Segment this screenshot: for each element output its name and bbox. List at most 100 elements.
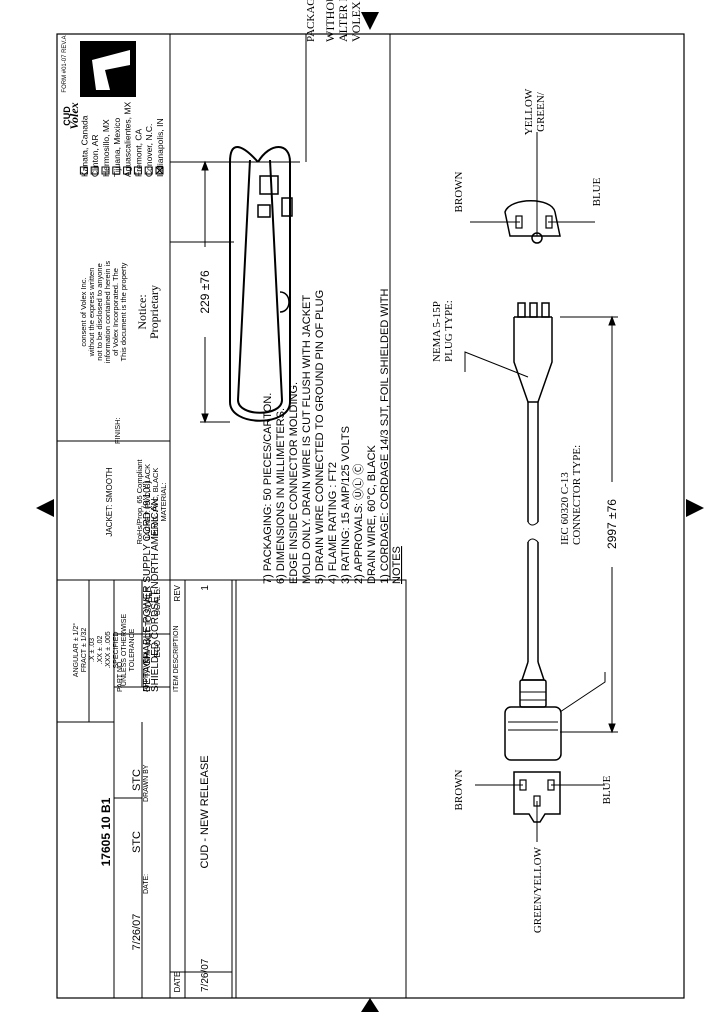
note-line: 3) RATING: 15 AMP/125 VOLTS — [340, 426, 352, 584]
proprietary-title-line-2: Notice: — [135, 294, 149, 329]
rev-date-header: DATE — [173, 972, 182, 993]
rev-header: REV — [173, 584, 182, 601]
center-mark-right — [686, 499, 704, 517]
connector-type-line-1: CONNECTOR TYPE: — [571, 445, 583, 545]
tolerance-line: UNLESS OTHERWISE — [121, 614, 128, 687]
location-checkbox — [144, 166, 153, 175]
note-line: 6) DIMENSIONS IN MILLIMETERS. — [275, 408, 287, 584]
note-line: EDGE INSIDE CONNECTOR MOLDING. — [288, 382, 300, 584]
packaging-label: PACKAGING: FOLD & TIE — [305, 0, 317, 42]
title-block-grid — [57, 34, 391, 998]
note-line: 7) PACKAGING: 50 PIECES/CARTON. — [262, 393, 274, 584]
plug-side-diagram — [513, 302, 553, 662]
plug-blue-label: BLUE — [591, 177, 603, 206]
connector-blue-label: BLUE — [601, 775, 613, 804]
reserve-notice-line-1: VOLEX RESERVES THE RIGHT TO — [349, 0, 363, 42]
rev-number: 1 — [200, 585, 211, 591]
location-checkbox — [101, 166, 110, 175]
proprietary-line: This document is the property — [119, 262, 128, 361]
proprietary-title-line-1: Proprietary — [147, 285, 161, 339]
note-line: 5) DRAIN WIRE CONNECTED TO GROUND PIN OF… — [314, 290, 326, 584]
material-plug: PLUG: PVC, BLACK — [151, 468, 160, 537]
cord-length-dimension — [560, 315, 618, 734]
location-label: Indianapolis, IN — [155, 118, 165, 177]
plug-type-line-2: NEMA 5-15P — [431, 301, 443, 362]
drawn-by-value: STC — [131, 831, 143, 853]
material-compliance: RoHs/Prop. 65 Compliant — [135, 459, 144, 545]
notes-list: 1) CORDAGE: CORDAGE 14/3 SJT, FOIL SHIEL… — [262, 289, 391, 584]
location-label: Conover, N.C. — [144, 124, 154, 177]
scale-value: NOT TO SCALE — [144, 587, 153, 645]
part-no-label: PART NO. — [117, 660, 124, 692]
proprietary-line: information contained herein is — [103, 261, 112, 363]
item-description-line-2: DETACHABLE POWER SUPPLY CORD (9'10") — [142, 480, 153, 692]
plug-type-line-1: PLUG TYPE: — [443, 300, 455, 362]
tolerance-line: .XX ± .02 — [97, 636, 104, 665]
item-description-line-1: SHIELDED CORDSET,NORTH AMERICAN — [150, 498, 161, 692]
notes-title: NOTES — [391, 546, 403, 584]
logo-sub: CUD — [62, 106, 72, 126]
plug-green-yellow-line-1: GREEN/ — [535, 91, 547, 132]
location-checkbox — [112, 166, 121, 175]
material-label: MATERIAL: — [159, 482, 168, 521]
center-mark-top — [361, 12, 379, 30]
form-id: FORM #01-07 REV.A — [62, 35, 68, 92]
drawn-by-label: DRAWN BY — [143, 764, 150, 802]
plug-brown-label: BROWN — [453, 171, 465, 212]
location-checkbox — [123, 166, 132, 175]
location-label: Kanata, Canada — [79, 115, 89, 177]
center-mark-bottom — [361, 998, 379, 1012]
tolerance-line: ANGULAR ± 1/2° — [72, 623, 80, 677]
cord-length-label: 2997 ±76 — [605, 499, 619, 549]
plug-green-yellow-line-2: YELLOW — [523, 88, 535, 135]
item-description-label: ITEM DESCRIPTION — [173, 625, 180, 692]
proprietary-line: without the express written — [87, 268, 96, 358]
proprietary-line: of Volex Incorporated. The — [111, 268, 120, 356]
connector-green-yellow-label: GREEN/YELLOW — [532, 846, 544, 933]
location-label: Hermosillo, MX — [101, 119, 111, 177]
coil-dimension — [200, 160, 230, 424]
leader-connector-type — [559, 672, 606, 713]
coiled-cord-sketch — [229, 146, 293, 422]
proprietary-text: This document is the property of Volex I… — [79, 261, 128, 363]
scale-label: SCALE: — [153, 587, 162, 615]
connector-brown-label: BROWN — [453, 769, 465, 810]
leader-plug-type — [464, 351, 529, 378]
material-jacket: JACKET: PVC, BLACK — [143, 464, 152, 540]
approved-value: STC — [131, 769, 143, 791]
tolerance-line: .XXX ± .005 — [105, 631, 112, 668]
reserve-notice-line-3: WITHOUT NOTICE. — [323, 0, 337, 42]
volex-logo: Volex CUD — [62, 41, 136, 130]
eco-value: N/A — [143, 650, 152, 664]
note-line: MOLD ONLY. DRAIN WIRE IS CUT FLUSH WITH … — [301, 295, 313, 584]
location-checkbox — [90, 166, 99, 175]
eco-label: ECO — [153, 640, 162, 657]
location-checkbox — [79, 166, 88, 175]
reserve-notice-line-2: ALTER NON-CRITICAL DIMENSIONS — [336, 0, 350, 42]
proprietary-line: not to be disclosed to anyone — [95, 263, 104, 361]
note-line: 2) APPROVALS: ⓊⓁ Ⓒ — [352, 464, 365, 584]
rev-description: CUD - NEW RELEASE — [199, 755, 211, 868]
tolerance-line: TOLERANCE — [129, 628, 136, 671]
location-checkbox — [155, 166, 164, 175]
date-value: 7/26/07 — [131, 914, 143, 951]
center-mark-left — [36, 499, 54, 517]
note-line: 1) CORDAGE: CORDAGE 14/3 SJT, FOIL SHIEL… — [379, 289, 391, 584]
rev-date: 7/26/07 — [200, 958, 211, 992]
location-label: Fremont, CA — [133, 128, 143, 177]
tolerance-line: SPECIFIED — [113, 632, 120, 669]
tolerance-line: .X ± .03 — [89, 638, 96, 662]
note-line: 4) FLAME RATING : FT2 — [327, 462, 339, 584]
connector-type-line-2: IEC 60320 C-13 — [559, 472, 571, 545]
approved-label: APPROVED — [143, 653, 150, 692]
part-number: 17605 10 B1 — [99, 797, 113, 866]
note-line: DRAIN WIRE, 60°C, BLACK — [366, 444, 378, 584]
finish-label: FINISH: — [113, 417, 122, 444]
date-label: DATE: — [143, 874, 150, 894]
connector-side-diagram — [504, 661, 562, 761]
notes-box — [235, 579, 407, 999]
location-checkbox — [133, 166, 142, 175]
location-label: Clinton, AR — [90, 134, 100, 177]
